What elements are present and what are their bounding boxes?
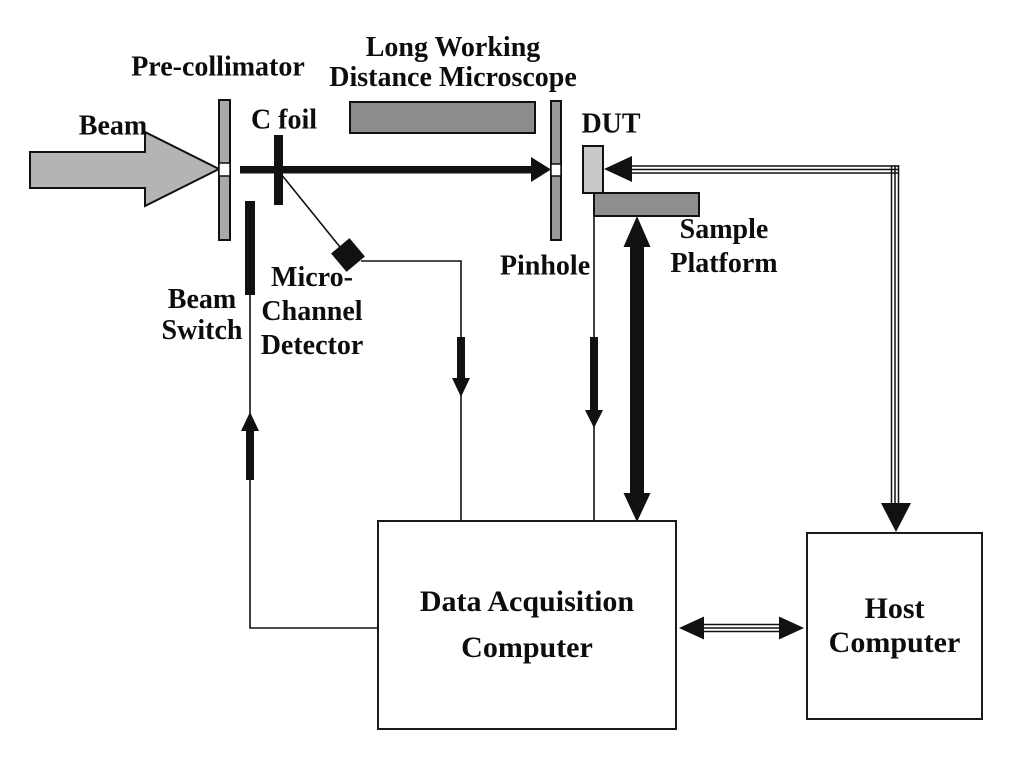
pinhole-aperture [550, 163, 562, 177]
sample-platform-rect [593, 192, 700, 217]
beam-arrow [29, 130, 222, 208]
microscope-label-line1: Long Working [365, 32, 541, 63]
mcp-to-dac-line [361, 260, 462, 520]
sample-platform-label: Sample Platform [670, 213, 777, 281]
beam-switch-up-arrowhead [241, 412, 259, 431]
beam-line [240, 166, 533, 174]
pre-collimator-aperture [218, 162, 231, 177]
dac-host-cable [690, 623, 794, 633]
mcp-down-arrow-shaft [457, 337, 465, 379]
sample-platform-label-line1: Sample [679, 214, 769, 245]
platform-dac-thick-arrow-shaft [630, 238, 644, 496]
beam-switch-label-line2: Switch [161, 315, 243, 346]
microscope-label-line2: Distance Microscope [329, 62, 577, 93]
dut-host-cable-horizontal [629, 165, 900, 174]
data-acquisition-computer-label: Data Acquisition Computer [420, 579, 634, 671]
dut-host-cable-vertical [890, 165, 900, 504]
dac-host-cable-right-arrowhead [779, 616, 804, 640]
microscope-label: Long Working Distance Microscope [329, 33, 577, 93]
host-computer-label: Host Computer [829, 592, 961, 660]
platform-down-arrow-shaft [590, 337, 598, 411]
beam-label: Beam [78, 110, 148, 142]
mcp-label-line2: Channel [261, 296, 363, 327]
dac-to-beam-switch-line [249, 295, 377, 629]
host-computer-box: Host Computer [806, 532, 983, 720]
beam-switch-bar [245, 201, 255, 295]
host-cable-arrowhead [881, 503, 911, 532]
platform-down-arrowhead [585, 410, 603, 428]
platform-dac-thick-arrow-down-head [623, 493, 651, 522]
pinhole-label: Pinhole [499, 250, 591, 282]
dac-label-line2: Computer [461, 631, 593, 664]
mcp-down-arrowhead [452, 378, 470, 397]
beam-switch-label: Beam Switch [162, 284, 243, 346]
platform-dac-thick-arrow-up-head [623, 216, 651, 247]
mcp-diamond [331, 238, 365, 272]
dut-label: DUT [581, 108, 641, 140]
dut-cable-arrowhead [604, 156, 632, 182]
mcp-label-line1: Micro- [271, 262, 353, 293]
cfoil-to-mcp-line [280, 173, 341, 248]
sample-platform-label-line2: Platform [670, 248, 778, 279]
beam-line-arrowhead [531, 157, 551, 182]
host-label-line2: Computer [828, 626, 961, 659]
c-foil-label: C foil [250, 104, 318, 136]
beam-switch-label-line1: Beam [167, 284, 237, 315]
dut-rect [582, 145, 604, 194]
host-label-line1: Host [864, 592, 925, 625]
microscope-bar [349, 101, 536, 134]
pre-collimator-label: Pre-collimator [131, 51, 305, 83]
micro-channel-detector-label: Micro- Channel Detector [261, 261, 364, 363]
data-acquisition-computer-box: Data Acquisition Computer [377, 520, 677, 730]
dac-label-line1: Data Acquisition [419, 585, 635, 618]
beam-switch-up-arrow-shaft [246, 431, 254, 480]
mcp-label-line3: Detector [260, 330, 364, 361]
dac-host-cable-left-arrowhead [679, 616, 704, 640]
